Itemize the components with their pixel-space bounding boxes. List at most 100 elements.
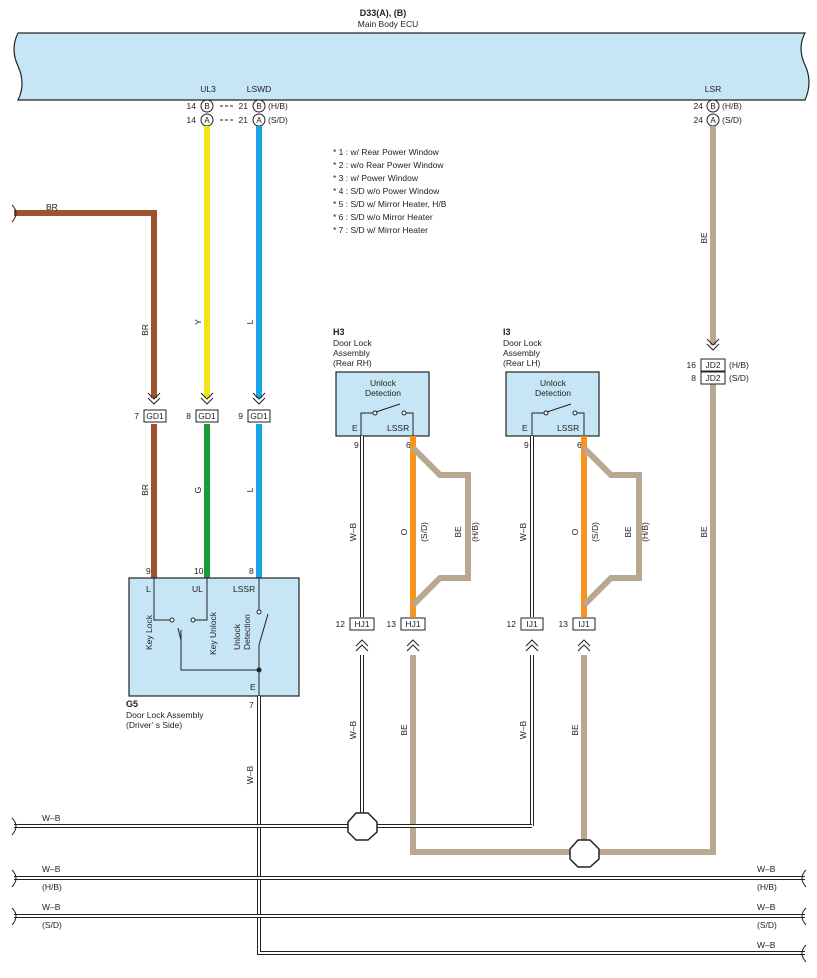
- jd2-hb: (H/B): [729, 360, 749, 370]
- g5-line-common: [180, 630, 259, 671]
- ij1-pin-13: 13: [559, 619, 569, 629]
- ij1-pin-12: 12: [507, 619, 517, 629]
- note-7: * 7 : S/D w/ Mirror Heater: [333, 225, 428, 235]
- g5-term-lssr: LSSR: [233, 584, 255, 594]
- wire-br: BR BR BR: [11, 202, 157, 578]
- i3-door-lock-rear-lh: I3 Door Lock Assembly (Rear LH) Unlock D…: [503, 327, 600, 450]
- h3-pin-e: 9: [354, 440, 359, 450]
- pin-14-b: 14: [187, 101, 197, 111]
- connector-gd1-l: [247, 409, 271, 423]
- pin-21-a: 21: [239, 115, 249, 125]
- ground-hb-label-r: (H/B): [757, 882, 777, 892]
- wire-g-label: G: [193, 487, 203, 494]
- g5-pin-lssr: 8: [249, 566, 254, 576]
- h3-wb-label-2: W–B: [348, 720, 358, 739]
- g5-pin-ul: 10: [194, 566, 204, 576]
- g5-line-l: [153, 578, 170, 621]
- i3-line1: Door Lock: [503, 338, 542, 348]
- connector-jd2-hb: [700, 358, 726, 372]
- conn-b-circle: [200, 99, 214, 113]
- wire-br-label: BR: [46, 202, 58, 212]
- h3-line-e: [360, 412, 373, 436]
- i3-be-label: BE: [623, 526, 633, 538]
- pin-24-sd: (S/D): [722, 115, 742, 125]
- h3-door-lock-rear-rh: H3 Door Lock Assembly (Rear RH) Unlock D…: [333, 327, 430, 450]
- wire-break: [801, 907, 807, 926]
- note-6: * 6 : S/D w/o Mirror Heater: [333, 212, 433, 222]
- conn-b-circle-3: [706, 99, 720, 113]
- note-1: * 1 : w/ Rear Power Window: [333, 147, 440, 157]
- i3-term-e: E: [522, 423, 528, 433]
- g5-contact-1: [169, 617, 175, 623]
- gd1-pin-8: 8: [186, 411, 191, 421]
- connector-ij1-wb: [520, 617, 544, 631]
- g5-door-lock-driver: 9 10 8 L UL LSSR E Key Lock Key Unlock U…: [126, 566, 300, 730]
- ecu-terminal-ul3: UL3: [200, 84, 216, 94]
- conn-b-label: B: [204, 102, 209, 111]
- g5-code: G5: [126, 699, 138, 709]
- note-2: * 2 : w/o Rear Power Window: [333, 160, 444, 170]
- chevron-up-icon: [525, 639, 539, 652]
- conn-a-label-3: A: [710, 116, 716, 125]
- h3-term-e: E: [352, 423, 358, 433]
- jd2-label-2: JD2: [705, 373, 720, 383]
- chevron-down-icon: [252, 392, 266, 405]
- wire-br-label-v: BR: [140, 324, 150, 336]
- hj1-label-2: HJ1: [405, 619, 420, 629]
- wire-be-label: BE: [699, 232, 709, 244]
- h3-sd-label: (S/D): [419, 522, 429, 542]
- ground-wb-sd-label-r: W–B: [757, 902, 776, 912]
- conn-b-label-2: B: [256, 102, 261, 111]
- ecu-code: D33(A), (B): [360, 8, 407, 18]
- g5-contact-2: [190, 617, 196, 623]
- ground-hb-label: (H/B): [42, 882, 62, 892]
- hj1-label-1: HJ1: [354, 619, 369, 629]
- ij1-label-1: IJ1: [526, 619, 538, 629]
- splice-be: [569, 839, 600, 868]
- i3-term-lssr: LSSR: [557, 423, 579, 433]
- wire-l: L L: [245, 126, 262, 578]
- connector-hj1-wb: [349, 617, 375, 631]
- wire-l-label: L: [245, 319, 255, 324]
- wire-g: G: [193, 424, 210, 578]
- h3-line1: Door Lock: [333, 338, 372, 348]
- wire-wb-label-g5: W–B: [245, 765, 255, 784]
- connector-hj1-be: [400, 617, 426, 631]
- ground-wb-1-label: W–B: [42, 813, 61, 823]
- i3-o-label: O: [570, 528, 580, 535]
- ecu-name: Main Body ECU: [358, 19, 418, 29]
- conn-a-label: A: [204, 116, 210, 125]
- wire-wb-g5-inner: [258, 696, 805, 954]
- h3-code: H3: [333, 327, 345, 337]
- chevron-up-icon: [406, 639, 420, 652]
- h3-wires: W–B O (S/D) BE (H/B) HJ1 12 HJ1 13 W–B: [336, 436, 480, 813]
- h3-det1: Unlock: [370, 378, 397, 388]
- i3-code: I3: [503, 327, 511, 337]
- h3-line-lssr: [406, 412, 414, 436]
- pin-21-sd: (S/D): [268, 115, 288, 125]
- hj1-pin-13: 13: [387, 619, 397, 629]
- g5-term-e: E: [250, 682, 256, 692]
- connector-ij1-be: [572, 617, 596, 631]
- h3-hb-label: (H/B): [470, 522, 480, 542]
- ecu-terminal-lswd: LSWD: [247, 84, 272, 94]
- connector-jd2-sd: [700, 371, 726, 385]
- wire-be-lsr-bottom: [410, 384, 716, 855]
- note-4: * 4 : S/D w/o Power Window: [333, 186, 440, 196]
- wire-break: [11, 907, 17, 926]
- wire-y: Y: [193, 126, 210, 398]
- chevron-up-icon: [355, 639, 369, 652]
- hj1-pin-12: 12: [336, 619, 346, 629]
- wire-be-label-h3: BE: [399, 724, 409, 736]
- ground-wb-sd-label: W–B: [42, 902, 61, 912]
- wire-be-label-2: BE: [699, 526, 709, 538]
- h3-o-label: O: [399, 528, 409, 535]
- i3-pin-lssr: 6: [577, 440, 582, 450]
- connector-jd2-group: JD2 16 (H/B) JD2 8 (S/D): [687, 338, 749, 385]
- h3-contact-2: [401, 410, 407, 416]
- pin-24-a: 24: [694, 115, 704, 125]
- note-5: * 5 : S/D w/ Mirror Heater, H/B: [333, 199, 447, 209]
- g5-contact-3: [256, 609, 262, 615]
- wire-break: [11, 869, 17, 888]
- chevron-up-icon: [577, 639, 591, 652]
